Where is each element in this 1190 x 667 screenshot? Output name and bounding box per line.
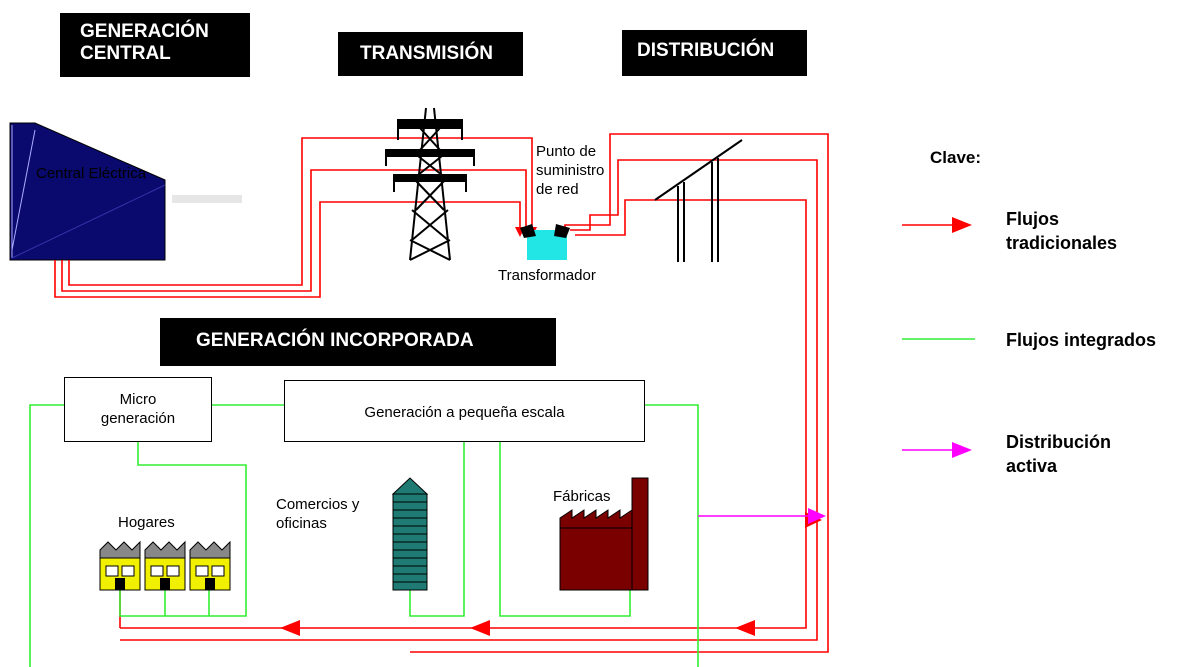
header-central-line1: GENERACIÓN: [80, 21, 209, 42]
header-embedded-generation: GENERACIÓN INCORPORADA: [160, 318, 556, 366]
micro-generation-box: Micro generación: [64, 377, 212, 442]
legend-traditional-line2: tradicionales: [1006, 233, 1118, 253]
integrated-flow-lines: [29, 404, 699, 667]
transformer-label: Transformador: [498, 267, 596, 284]
factories-label: Fábricas: [553, 488, 611, 505]
houses-icon: [99, 540, 231, 591]
legend-active-line1: Distribución: [1006, 432, 1112, 452]
legend-traditional-label: Flujos tradicionales: [1006, 207, 1117, 255]
small-scale-generation-box: Generación a pequeña escala: [284, 380, 645, 442]
supply-point-line1: Punto de: [536, 143, 597, 160]
header-central-line2: CENTRAL: [80, 43, 171, 64]
supply-point-line2: suministro: [536, 162, 605, 179]
legend-title: Clave:: [930, 148, 982, 167]
micro-line1: Micro: [119, 391, 157, 408]
power-station-label: Central Eléctrica: [36, 165, 147, 182]
legend-traditional-line1: Flujos: [1006, 209, 1059, 229]
factory-icon: [559, 477, 649, 591]
legend-active-label: Distribución activa: [1006, 430, 1111, 478]
commerce-line1: Comercios y: [276, 496, 360, 513]
header-distribution: DISTRIBUCIÓN: [622, 30, 807, 76]
office-building-icon: [391, 477, 429, 591]
distribution-pole-icon: [654, 139, 743, 262]
commerce-label: Comercios y oficinas: [276, 495, 359, 533]
active-distribution-line: [698, 508, 826, 524]
commerce-line2: oficinas: [276, 515, 327, 532]
homes-label: Hogares: [118, 514, 175, 531]
supply-point-line3: de red: [536, 181, 579, 198]
traditional-flow-lines: [54, 133, 829, 653]
header-central-generation: GENERACIÓN CENTRAL: [60, 13, 250, 77]
transformer-icon: [520, 224, 570, 260]
legend-integrated-label: Flujos integrados: [1006, 330, 1157, 350]
legend-active-line2: activa: [1006, 456, 1058, 476]
micro-line2: generación: [100, 410, 176, 427]
supply-point-label: Punto de suministro de red: [536, 142, 604, 199]
small-scale-label: Generación a pequeña escala: [364, 404, 565, 421]
header-transmission: TRANSMISIÓN: [338, 32, 523, 76]
transmission-tower-icon: [385, 107, 475, 261]
power-station-icon: [9, 122, 242, 261]
